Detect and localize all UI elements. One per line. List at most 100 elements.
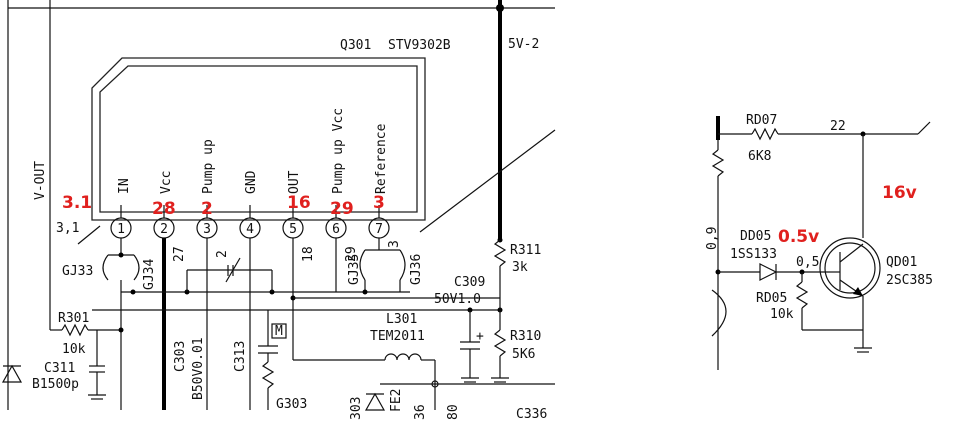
diagonal-line	[419, 129, 556, 233]
qd01-voltage: 16v	[882, 183, 917, 203]
l301-value: TEM2011	[370, 329, 425, 344]
dd05-ref: DD05	[740, 229, 771, 244]
v-in-label: 3,1	[56, 221, 79, 236]
pin-number-1: 1	[117, 222, 125, 237]
pin-name-1: IN	[117, 178, 132, 194]
r310-ref: R310	[510, 329, 541, 344]
junction-a	[130, 289, 136, 295]
net-22: 22	[830, 119, 846, 134]
ic-outline-outer	[91, 57, 426, 221]
gj35-jumper	[359, 249, 366, 281]
r310-resistor	[493, 329, 507, 357]
pin-number-7: 7	[375, 222, 383, 237]
ic-part: STV9302B	[388, 38, 451, 53]
net-18: 18	[301, 246, 316, 262]
left-resistor	[711, 149, 725, 177]
pin-1-voltage: 3.1	[62, 193, 92, 213]
supply-net-label: 5V-2	[508, 37, 539, 52]
net-36: 36	[413, 404, 428, 420]
pin-2-voltage: 28	[152, 199, 176, 219]
c313-ref: C313	[233, 341, 248, 372]
rd05-ref: RD05	[756, 291, 787, 306]
c311-ref: C311	[44, 361, 75, 376]
net-3: 3	[387, 240, 402, 248]
supply-junction	[496, 4, 504, 12]
qd01-emitter-arrow	[853, 287, 863, 296]
pin-number-4: 4	[246, 222, 254, 237]
r301-junction	[118, 327, 124, 333]
ground-slash	[77, 225, 101, 245]
fe2-label: FE2	[389, 389, 404, 412]
r301-resistor	[61, 323, 89, 337]
v-out-label: V-OUT	[33, 161, 48, 200]
net-09: 0,9	[705, 227, 720, 250]
g303-resistor	[261, 361, 275, 389]
net-80: 80	[446, 404, 461, 420]
net-2: 2	[215, 250, 230, 258]
ic-ref: Q301	[340, 38, 371, 53]
gj34-label: GJ34	[142, 259, 157, 290]
c309-plus: +	[476, 329, 484, 344]
gj33-label: GJ33	[62, 264, 93, 279]
pin-6-voltage: 29	[330, 199, 354, 219]
pin-name-7: Reference	[374, 123, 389, 194]
net-303: 303	[349, 397, 364, 420]
pin-name-5: OUT	[287, 170, 302, 194]
rd07-resistor	[751, 127, 779, 141]
qd01-value: 2SC385	[886, 273, 933, 288]
r301-value: 10k	[62, 342, 86, 357]
gj-junction	[118, 252, 124, 258]
pin-name-2: Vcc	[159, 171, 174, 194]
qd01-collector	[839, 243, 864, 263]
gj36-jumper	[399, 249, 406, 281]
l301-inductor	[384, 353, 422, 361]
pin-7-voltage: 3	[373, 193, 385, 213]
left-diode	[1, 364, 23, 383]
c311-value: B1500p	[32, 377, 79, 392]
gj36-label: GJ36	[409, 254, 424, 285]
pin-name-3: Pump up	[201, 139, 216, 194]
m-label: M	[275, 324, 283, 339]
r310-value: 5K6	[512, 347, 535, 362]
pin-number-2: 2	[160, 222, 168, 237]
l301-ref: L301	[386, 312, 417, 327]
r311-ref: R311	[510, 243, 541, 258]
r311-resistor	[493, 239, 507, 267]
rd07-ref: RD07	[746, 113, 777, 128]
pin-number-5: 5	[289, 222, 297, 237]
pin-number-3: 3	[203, 222, 211, 237]
pin-name-4: GND	[244, 170, 259, 194]
net-27: 27	[172, 246, 187, 262]
c336-label: C336	[516, 407, 547, 422]
c303-value: B50V0.01	[191, 337, 206, 400]
junction-d	[362, 289, 368, 295]
c303-ref: C303	[173, 341, 188, 372]
qd01-ref: QD01	[886, 255, 917, 270]
rd07-value: 6K8	[748, 149, 771, 164]
dd05-voltage: 0.5v	[778, 227, 819, 247]
net-05: 0,5	[796, 255, 819, 270]
g303-label: G303	[276, 397, 307, 412]
r311-value: 3k	[512, 260, 528, 275]
gj35-label: GJ35	[347, 254, 362, 285]
pin-number-6: 6	[332, 222, 340, 237]
rd05-value: 10k	[770, 307, 794, 322]
cap-arrow	[225, 257, 241, 283]
c309-ref: C309	[454, 275, 485, 290]
r301-ref: R301	[58, 311, 89, 326]
qd01-body-inner	[824, 242, 876, 294]
gj34-jumper	[133, 254, 140, 281]
fe2-diode	[364, 392, 386, 411]
pin-name-6: Pump up Vcc	[331, 108, 346, 194]
right-break	[917, 121, 931, 135]
pin-5-voltage: 16	[287, 193, 311, 213]
m-box	[271, 323, 287, 339]
dd05-value: 1SS133	[730, 247, 777, 262]
dd05-diode	[759, 263, 778, 281]
left-arc	[711, 289, 727, 337]
net-29: 29	[344, 246, 359, 262]
rd05-resistor	[795, 281, 809, 309]
qd01-body-outer	[819, 237, 881, 299]
c309-value: 50V1.0	[434, 292, 481, 307]
